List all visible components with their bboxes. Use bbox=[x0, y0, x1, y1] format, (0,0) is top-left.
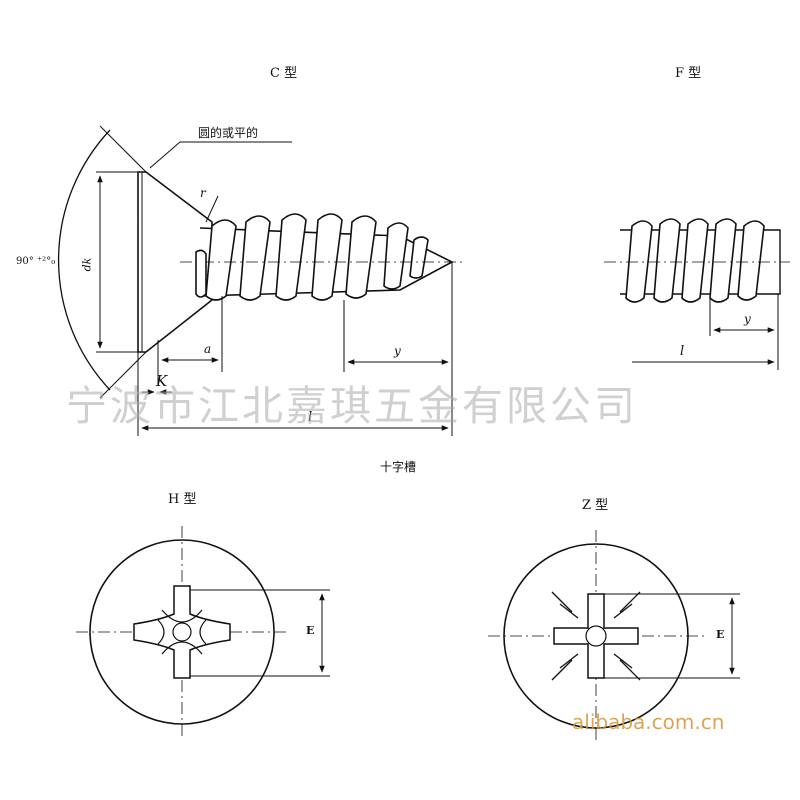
z-dimensions bbox=[604, 593, 740, 679]
c-type-label: C 型 bbox=[270, 66, 298, 81]
e-h-label: E bbox=[306, 624, 315, 637]
c-threads bbox=[205, 213, 429, 301]
angle-label: 90° ⁺²°₀ bbox=[16, 256, 56, 267]
l-c-label: l bbox=[308, 410, 313, 425]
r-label: r bbox=[200, 186, 206, 200]
round-or-flat-label: 圆的或平的 bbox=[198, 126, 259, 140]
k-label: K bbox=[156, 372, 168, 390]
h-type-label: H 型 bbox=[168, 492, 197, 507]
y-c-label: y bbox=[394, 344, 401, 358]
company-watermark: 宁波市江北嘉琪五金有限公司 bbox=[66, 382, 638, 430]
f-type-label: F 型 bbox=[675, 66, 702, 81]
dk-label: dk bbox=[80, 257, 94, 272]
a-label: a bbox=[204, 342, 212, 356]
c-dimensions bbox=[58, 125, 453, 436]
f-dimensions bbox=[632, 294, 779, 370]
h-dimensions bbox=[190, 589, 330, 677]
y-f-label: y bbox=[744, 312, 751, 326]
cross-recess-label: 十字槽 bbox=[380, 460, 417, 474]
z-type-label: Z 型 bbox=[582, 498, 609, 513]
f-type-screw bbox=[604, 218, 790, 303]
l-f-label: l bbox=[680, 344, 685, 359]
site-watermark: alibaba.com.cn bbox=[572, 710, 725, 734]
h-type-head bbox=[76, 526, 290, 740]
e-z-label: E bbox=[716, 628, 725, 641]
c-type-screw bbox=[137, 171, 462, 353]
